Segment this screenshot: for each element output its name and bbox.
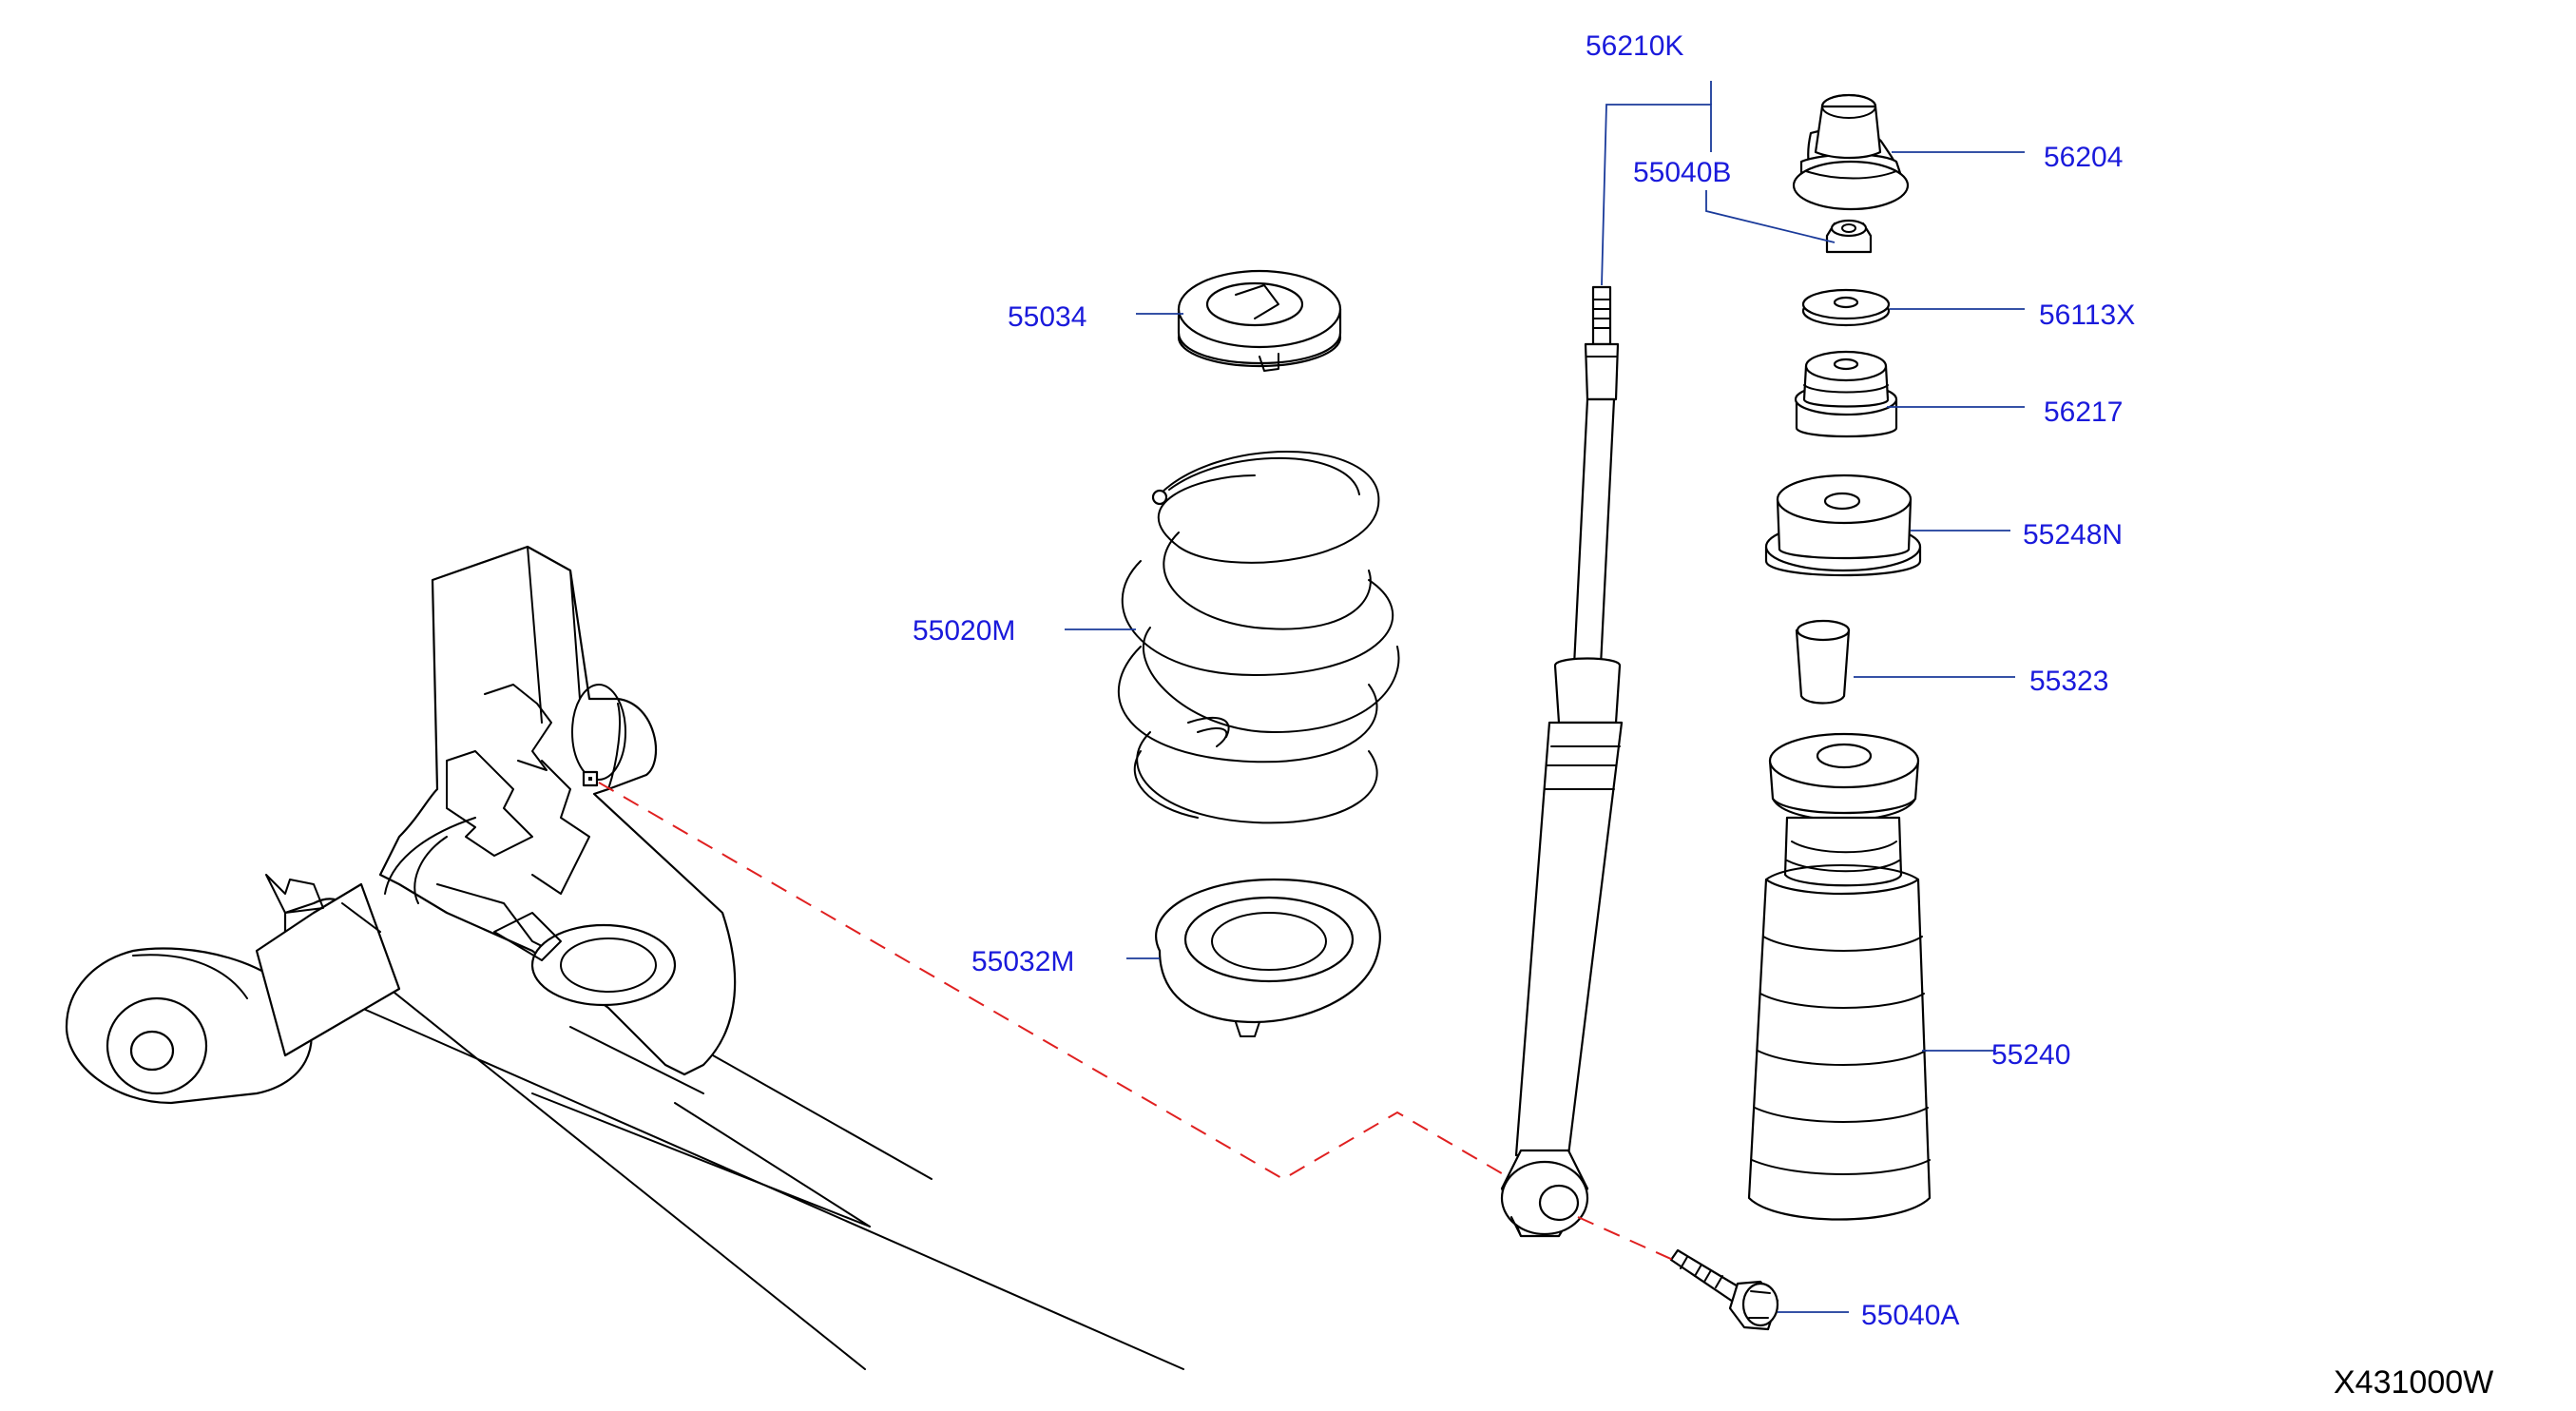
- bushing-56217: [1794, 350, 1898, 438]
- part-labels: 56210K 55040B 56204 56113X 56217 55248N …: [913, 30, 2493, 1401]
- shock-absorber: [1500, 285, 1624, 1238]
- label-55020m[interactable]: 55020M: [913, 615, 1015, 647]
- bumper-cup-55248n: [1764, 474, 1922, 577]
- upper-spring-seat: [1177, 269, 1342, 372]
- label-55248n[interactable]: 55248N: [2023, 519, 2123, 551]
- cap-56204: [1792, 93, 1910, 211]
- label-55040b[interactable]: 55040B: [1633, 157, 1731, 188]
- label-55240[interactable]: 55240: [1991, 1039, 2070, 1071]
- leader-lines: [1065, 81, 2025, 1313]
- label-56113x[interactable]: 56113X: [2039, 300, 2135, 331]
- rear-axle-beam: [65, 545, 1184, 1370]
- nut-55040b: [1825, 219, 1873, 254]
- lower-spring-seat: [1155, 878, 1381, 1037]
- coil-spring: [1117, 451, 1400, 824]
- label-55034[interactable]: 55034: [1008, 301, 1086, 333]
- bolt-55040a: [1669, 1248, 1779, 1331]
- label-55032m[interactable]: 55032M: [971, 946, 1074, 977]
- installation-dashed-line: [598, 782, 1512, 1181]
- washer-56113x: [1801, 288, 1891, 327]
- bolt-dashed-line: [1577, 1216, 1674, 1261]
- diagram-code: X431000W: [2334, 1364, 2493, 1401]
- label-55323[interactable]: 55323: [2029, 666, 2108, 697]
- label-56217[interactable]: 56217: [2044, 396, 2123, 428]
- label-56210k[interactable]: 56210K: [1586, 30, 1683, 62]
- bound-bumper-55240: [1747, 732, 1932, 1221]
- label-55040a[interactable]: 55040A: [1861, 1300, 1959, 1331]
- label-56204[interactable]: 56204: [2044, 142, 2123, 173]
- collar-55323: [1795, 619, 1851, 705]
- installation-path: [598, 782, 1674, 1261]
